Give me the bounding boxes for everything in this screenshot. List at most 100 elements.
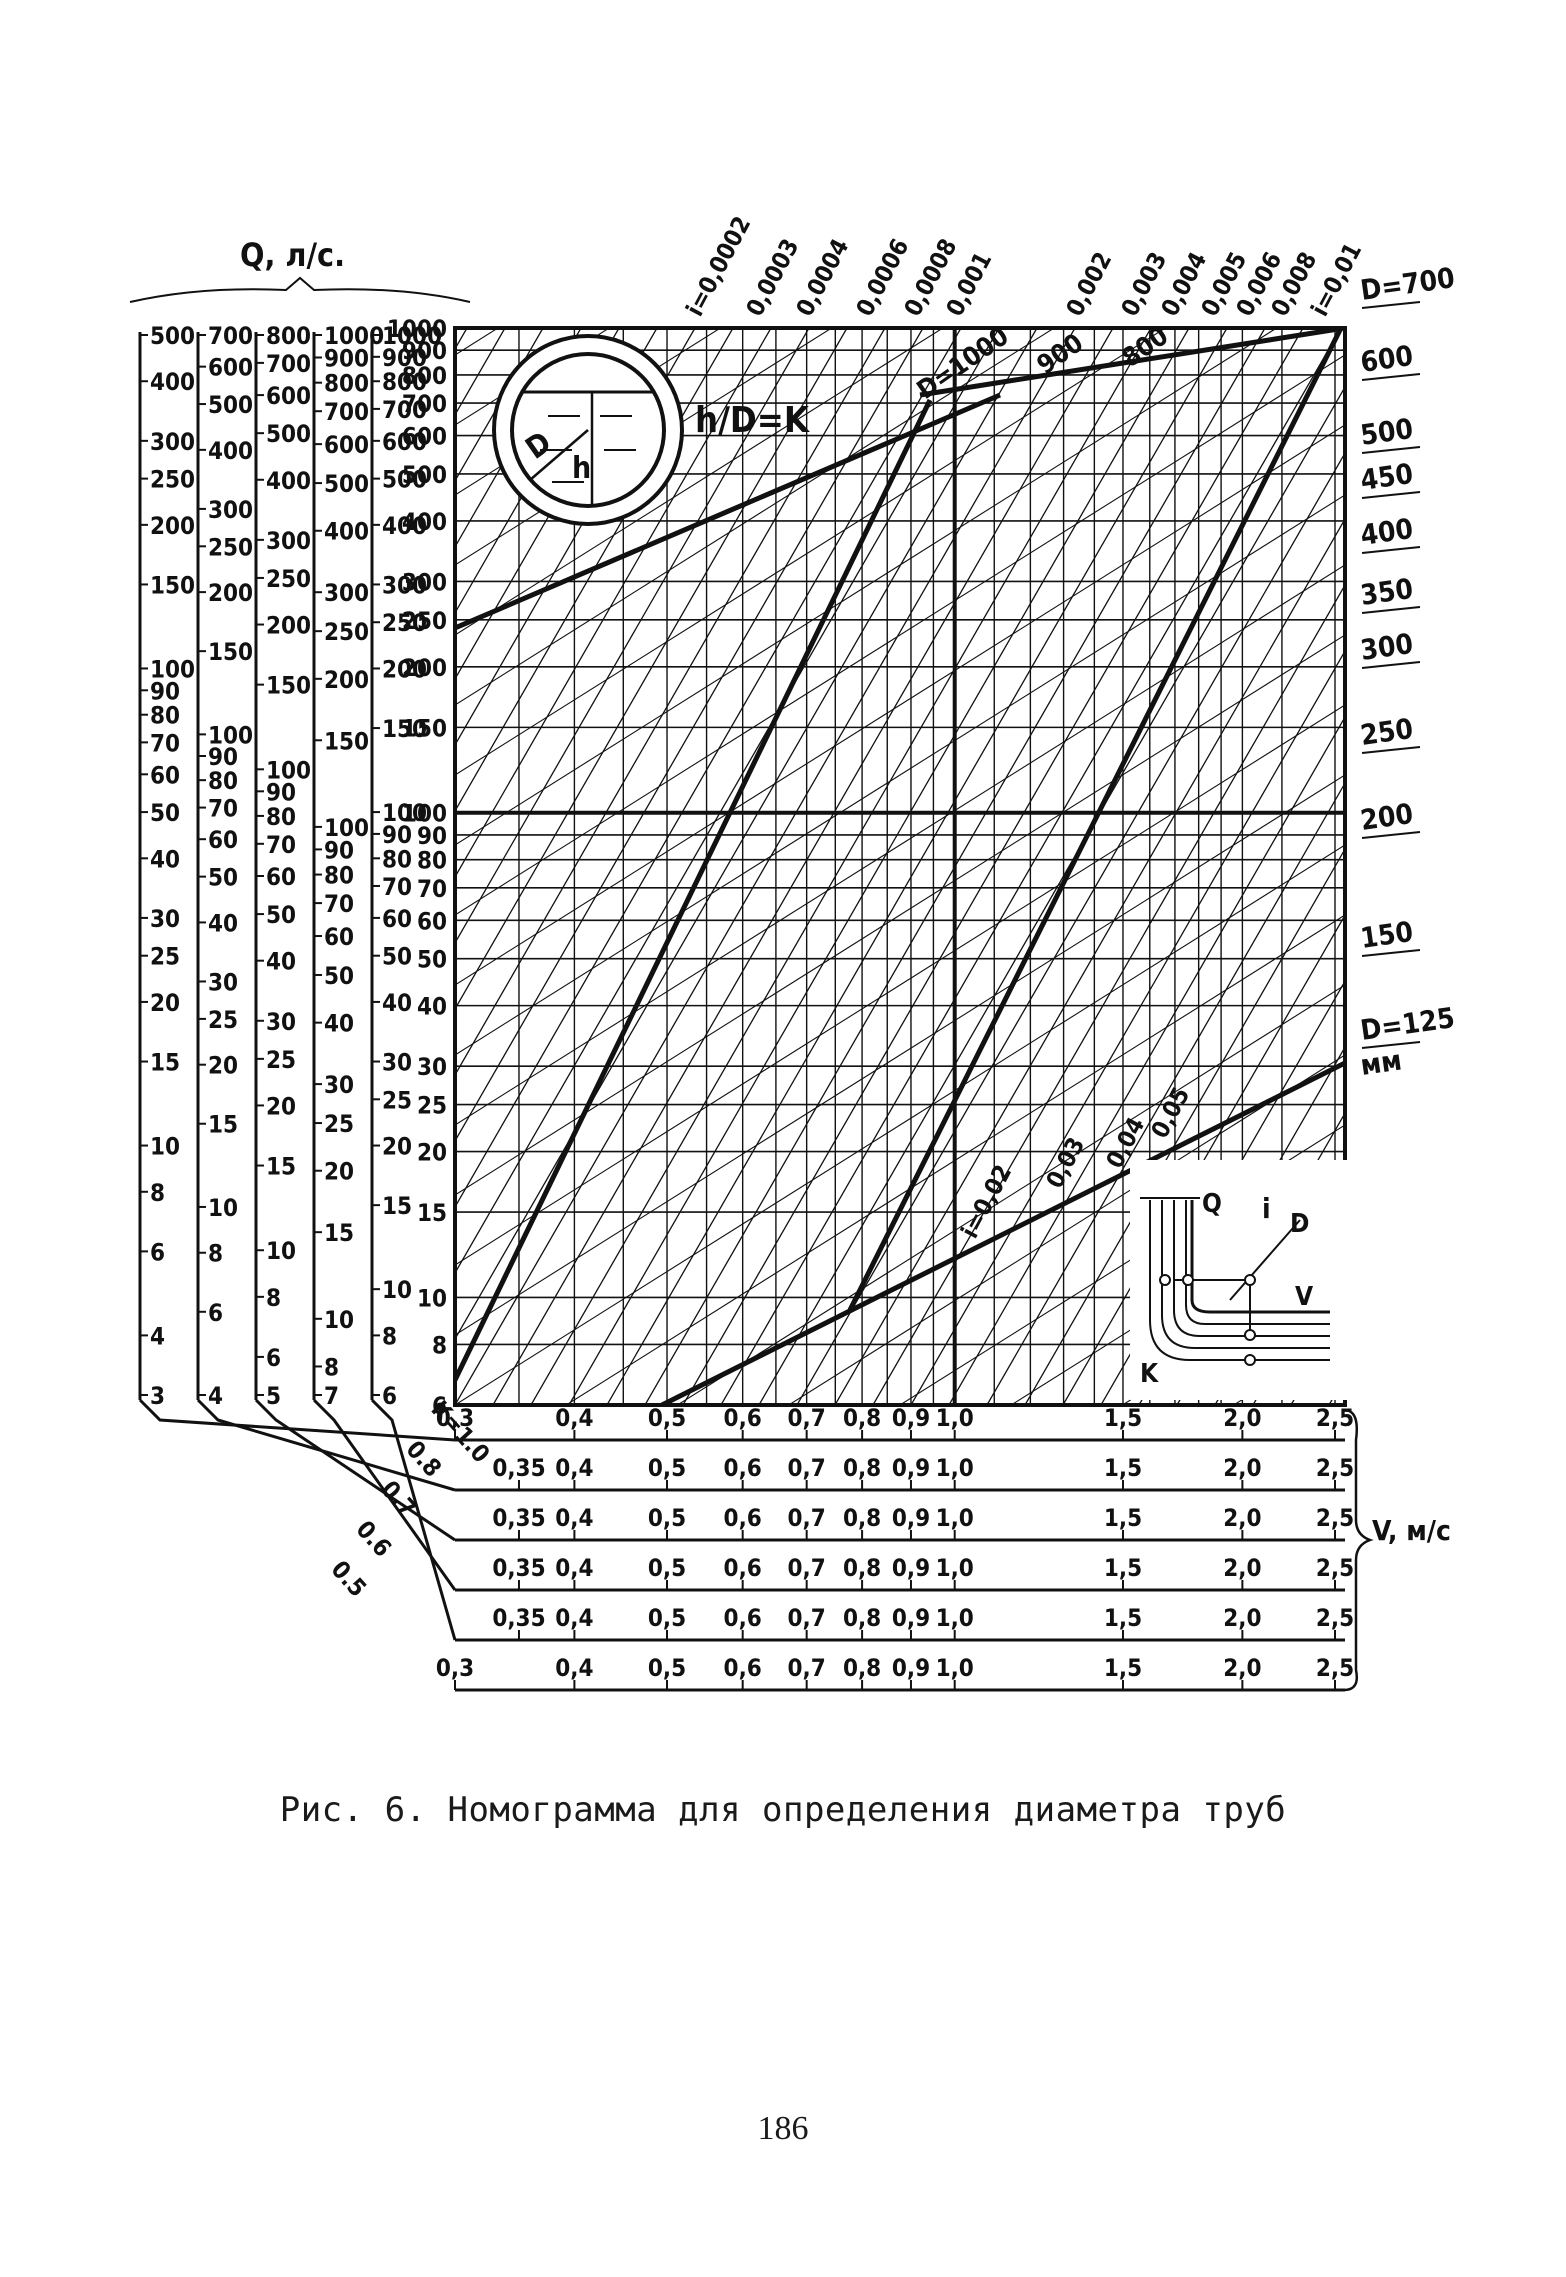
q-axis-tick-label: 600 (402, 423, 447, 451)
v-scale-tick-label: 2,5 (1316, 1604, 1354, 1632)
diameter-label-underline (1361, 661, 1421, 669)
q-scale-tick-label: 6 (266, 1344, 281, 1372)
diameter-label-underline (1361, 301, 1421, 309)
q-scale-tick-label: 800 (382, 368, 427, 396)
slope-line (455, 328, 1038, 1341)
slope-line (455, 328, 848, 1011)
q-scale-tick-label: 500 (382, 466, 427, 494)
slope-line (568, 328, 1190, 1405)
v-scale-tick-label: 0,35 (492, 1454, 545, 1482)
v-scale-tick-label: 0,6 (724, 1504, 762, 1532)
slope-line (455, 328, 810, 945)
diameter-line (455, 0, 1345, 75)
q-axis-tick-label: 20 (417, 1139, 447, 1167)
q-scale-tick-label: 150 (382, 715, 427, 743)
v-scale-tick-label: 1,0 (936, 1604, 974, 1632)
v-scale-tick-label: 0,35 (492, 1504, 545, 1532)
diameter-label-underline (1361, 546, 1421, 554)
q-scale-tick-label: 600 (208, 354, 253, 382)
v-scale-tick-label: 0,5 (648, 1504, 686, 1532)
q-scale-tick-label: 70 (208, 795, 238, 823)
slope-label-top: i=0,01 (1306, 238, 1368, 321)
v-scale-tick-label: 0,35 (492, 1554, 545, 1582)
v-scale-tick-label: 2,0 (1223, 1504, 1261, 1532)
q-scales: 5004003002502001501009080706050403025201… (138, 322, 495, 1641)
slope-label-top: 0,002 (1061, 247, 1118, 320)
diameter-label: 250 (1358, 712, 1415, 752)
q-axis-tick-label: 50 (417, 946, 447, 974)
q-scale-tick-label: 100 (382, 799, 427, 827)
v-scale-tick-label: 0,5 (648, 1454, 686, 1482)
q-scale-tick-label: 400 (208, 437, 253, 465)
v-scale-tick-label: 0,9 (892, 1404, 930, 1432)
q-scale-tick-label: 250 (208, 533, 253, 561)
q-scale-tick-label: 60 (208, 826, 238, 854)
v-scale-tick-label: 0,8 (843, 1654, 881, 1682)
q-scale-tick-label: 80 (208, 767, 238, 795)
q-scale-tick-label: 70 (382, 873, 412, 901)
key-label-q: Q (1202, 1189, 1222, 1219)
q-scale-tick-label: 1000 (382, 322, 442, 350)
slope-line (455, 328, 924, 1143)
diameter-line (676, 984, 1345, 1405)
diameter-label: 600 (1358, 339, 1415, 379)
diameter-line (455, 0, 1345, 215)
v-scale-tick-label: 0,5 (648, 1604, 686, 1632)
q-scale-tick-label: 80 (266, 803, 296, 831)
v-scale-tick-label: 0,9 (892, 1554, 930, 1582)
q-scale-tick-label: 4 (208, 1382, 223, 1410)
v-scale-tick-label: 0,7 (788, 1504, 826, 1532)
q-scale-tick-label: 80 (150, 702, 180, 730)
v-scale-tick-label: 1,5 (1104, 1604, 1142, 1632)
q-scale-tick-label: 70 (266, 831, 296, 859)
slope-line (1519, 328, 1566, 1405)
q-scale-tick-label: 400 (324, 518, 369, 546)
q-scale-tick-label: 50 (324, 962, 354, 990)
q-scale-tick-label: 50 (150, 799, 180, 827)
slope-line (872, 583, 1345, 1405)
q-scale-tick-label: 200 (208, 579, 253, 607)
diameter-label: мм (1358, 1044, 1403, 1082)
v-scale-tick-label: 0,6 (724, 1604, 762, 1632)
q-scale-tick-label: 15 (266, 1153, 296, 1181)
q-axis-tick-label: 700 (402, 390, 447, 418)
v-scale-tick-label: 0,9 (892, 1604, 930, 1632)
diameter-line (455, 0, 1345, 145)
q-scale-tick-label: 5 (266, 1382, 281, 1410)
diameter-line (455, 328, 1278, 846)
q-scale-tick-label: 250 (324, 618, 369, 646)
diameter-line (455, 634, 1345, 1196)
q-axis-tick-label: 6 (432, 1392, 447, 1420)
diameter-line (455, 844, 1345, 1405)
q-axis-tick-label: 800 (402, 362, 447, 390)
q-scale-tick-label: 90 (150, 677, 180, 705)
v-scale-tick-label: 0,6 (724, 1654, 762, 1682)
q-scale-tick-label: 40 (208, 909, 238, 937)
q-scale-tick-label: 800 (266, 322, 311, 350)
q-scale-tick-label: 700 (266, 350, 311, 378)
key-label-v: V (1295, 1282, 1313, 1312)
slope-line (0, 328, 11, 1405)
q-scale-tick-label: 400 (382, 512, 427, 540)
slope-line (455, 328, 620, 615)
q-axis-tick-label: 150 (402, 714, 447, 742)
q-scale-tick-label: 500 (208, 391, 253, 419)
q-scale-tick-label: 10 (266, 1237, 296, 1265)
v-scale-tick-label: 2,5 (1316, 1504, 1354, 1532)
q-scale-tick-label: 60 (382, 905, 412, 933)
q-scale-tick-label: 80 (324, 862, 354, 890)
q-scale-tick-label: 30 (266, 1008, 296, 1036)
q-scale-tick-label: 25 (324, 1110, 354, 1138)
q-scale-3: 8007006005004003002502001501009080706050… (254, 322, 456, 1542)
diameter-label: 200 (1358, 797, 1415, 837)
diameter-label-underline (1361, 446, 1421, 454)
v-scale-tick-label: 0,4 (555, 1604, 593, 1632)
q-scale-tick-label: 8 (208, 1240, 223, 1268)
q-scale-tick-label: 10 (324, 1306, 354, 1334)
v-scale-tick-label: 0,8 (843, 1404, 881, 1432)
page-number: 186 (757, 2110, 809, 2147)
diameter-bound-top (919, 328, 1345, 398)
